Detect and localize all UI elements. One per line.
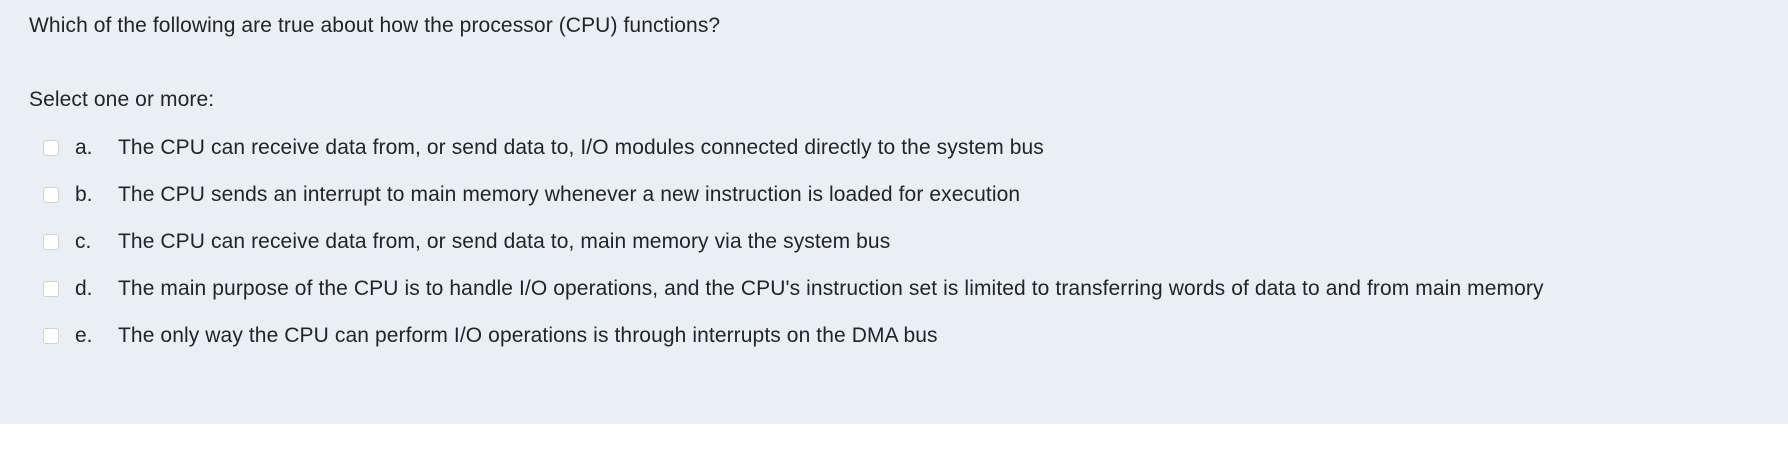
question-stem: Which of the following are true about ho… bbox=[29, 14, 721, 37]
option-text-d[interactable]: The main purpose of the CPU is to handle… bbox=[118, 276, 1544, 300]
checkbox-option-e[interactable] bbox=[43, 327, 59, 344]
question-panel: Which of the following are true about ho… bbox=[0, 0, 1788, 424]
option-row-c[interactable]: c. The CPU can receive data from, or sen… bbox=[0, 218, 1788, 265]
option-row-e[interactable]: e. The only way the CPU can perform I/O … bbox=[0, 312, 1788, 359]
answer-prompt: Select one or more: bbox=[29, 88, 215, 111]
option-letter-d: d. bbox=[75, 276, 93, 300]
option-text-b[interactable]: The CPU sends an interrupt to main memor… bbox=[118, 182, 1021, 206]
option-text-e[interactable]: The only way the CPU can perform I/O ope… bbox=[118, 323, 938, 347]
checkbox-option-d[interactable] bbox=[43, 280, 59, 297]
option-text-a[interactable]: The CPU can receive data from, or send d… bbox=[118, 135, 1044, 159]
option-row-d[interactable]: d. The main purpose of the CPU is to han… bbox=[0, 265, 1788, 312]
option-letter-c: c. bbox=[75, 229, 92, 253]
option-row-a[interactable]: a. The CPU can receive data from, or sen… bbox=[0, 124, 1788, 171]
checkbox-option-c[interactable] bbox=[43, 233, 59, 250]
option-letter-b: b. bbox=[75, 182, 93, 206]
option-letter-a: a. bbox=[75, 135, 93, 159]
options-list: a. The CPU can receive data from, or sen… bbox=[0, 124, 1788, 359]
option-row-b[interactable]: b. The CPU sends an interrupt to main me… bbox=[0, 171, 1788, 218]
checkbox-option-b[interactable] bbox=[43, 186, 59, 203]
option-text-c[interactable]: The CPU can receive data from, or send d… bbox=[118, 229, 891, 253]
checkbox-option-a[interactable] bbox=[43, 139, 59, 156]
option-letter-e: e. bbox=[75, 323, 93, 347]
